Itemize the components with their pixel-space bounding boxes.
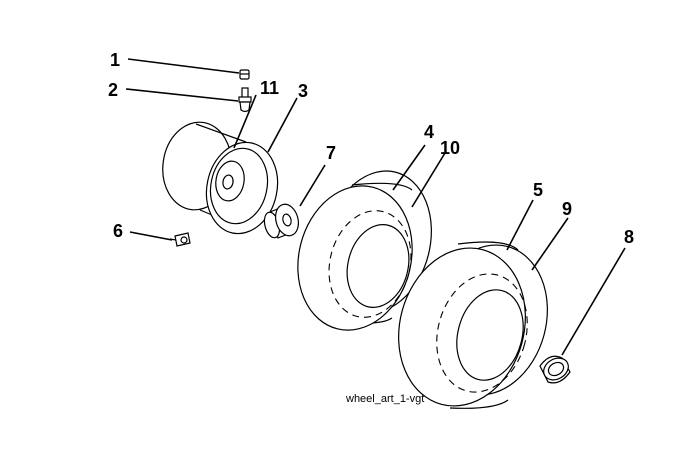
- callout-10: 10: [440, 138, 460, 158]
- callout-5: 5: [533, 180, 543, 200]
- part-tire-small: [297, 170, 432, 331]
- part-wheel-rim: [162, 121, 279, 235]
- callout-8: 8: [624, 227, 634, 247]
- leader-lines: [125, 58, 626, 356]
- part-grease-fitting: [169, 232, 191, 247]
- callout-7: 7: [326, 143, 336, 163]
- diagram-caption: wheel_art_1-vgt: [345, 393, 424, 405]
- callout-6: 6: [113, 221, 123, 241]
- callout-3: 3: [298, 81, 308, 101]
- part-hub-cap: [539, 355, 571, 384]
- callout-11: 11: [260, 78, 279, 98]
- callout-9: 9: [562, 199, 572, 219]
- part-valve-cap: [239, 69, 250, 80]
- part-bushing: [263, 203, 300, 239]
- part-valve-stem: [238, 87, 252, 113]
- callout-labels: 1 2 11 3 6 7 4 10 5 9 8: [108, 50, 634, 247]
- callout-2: 2: [108, 80, 118, 100]
- part-tire-large: [398, 241, 548, 409]
- callout-1: 1: [110, 50, 120, 70]
- callout-4: 4: [424, 122, 434, 142]
